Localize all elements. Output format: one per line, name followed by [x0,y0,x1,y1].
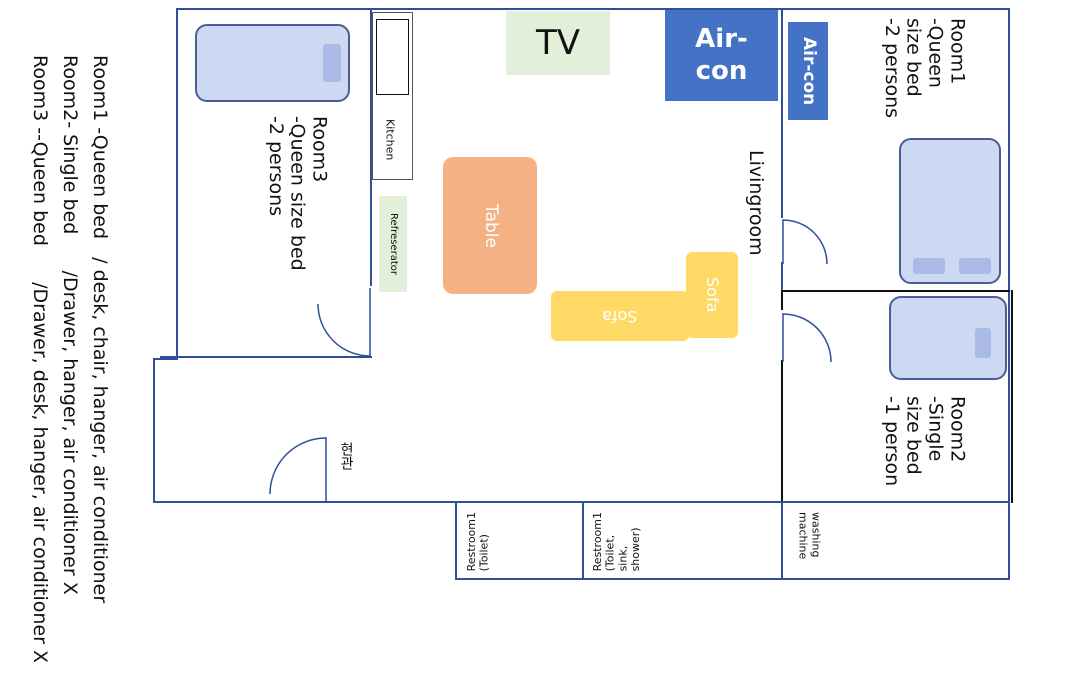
wall-left-upper [176,8,178,360]
wall-top [176,8,1010,10]
refrigerator: Refreserator [379,196,407,292]
door-entrance [269,437,327,502]
sofa-vertical: Sofa [686,252,738,338]
wall-bottom [153,501,1010,503]
room2-label: Room2 -Single size bed -1 person [880,396,969,487]
door-room3 [317,288,371,357]
tv: TV [506,11,610,75]
room1-queen-bed [899,138,1001,284]
wall-room2-right [1011,290,1013,503]
wall-room1-left-low [781,262,783,292]
wall-room3-bottom [160,356,372,358]
legend-line-1: Room1 -Queen bed / desk, chair, hanger, … [88,55,111,604]
room3-queen-bed [195,24,350,102]
wall-restroom-div2 [781,501,783,580]
room1-pillow-2 [959,258,991,274]
wall-room2-left [781,290,783,310]
wall-room1-bottom [781,290,1010,292]
wall-room3-left [160,8,162,358]
aircon-room1-label: Air-con [798,36,819,106]
room3-label: Room3 -Queen size bed -2 persons [264,116,331,271]
wall-room2-left-low [781,360,783,503]
wall-restroom-left [455,501,457,580]
room1-label: Room1 -Queen size bed -2 persons [880,18,969,119]
room2-pillow [975,328,991,358]
restroom-toilet-label: Restroom1 (Toilet) [465,512,491,572]
door-room1 [782,219,828,265]
room2-single-bed [889,296,1007,380]
washing-machine-label: washing machine [796,512,823,560]
tv-label: TV [535,23,581,63]
wall-left-lower [153,358,155,503]
legend-line-2: Room2- Single bed /Drawer, hanger, air c… [58,55,81,595]
wall-room1-left [781,8,783,218]
table-label: Table [480,203,501,248]
sofa-vertical-label: Sofa [703,277,723,313]
wall-restroom-bottom [455,578,1010,580]
wall-left-step [153,358,178,360]
restroom-shower-label: Restroom1 (Toilet, sink, shower) [591,512,642,572]
refrigerator-label: Refreserator [387,213,399,275]
room1-pillow-1 [913,258,945,274]
room3-pillow [323,44,341,82]
entrance-label: 현관 [338,442,355,470]
wall-restroom-div1 [582,501,584,580]
aircon-room1: Air-con [788,22,828,120]
sofa-horizontal: Sofa [551,291,689,341]
kitchen-counter: Kitchen [372,12,413,180]
wall-room3-right [370,8,372,286]
aircon-living-label: Air- con [695,24,748,86]
sofa-horizontal-label: Sofa [602,306,638,326]
door-room2 [782,313,832,363]
legend-line-3: Room3 --Queen bed /Drawer, desk, hanger,… [28,55,51,664]
kitchen-label: Kitchen [383,119,397,161]
table: Table [443,157,537,294]
livingroom-label: Livingroom [744,150,767,256]
aircon-living: Air- con [665,10,778,101]
kitchen-sink [376,19,409,95]
wall-right [1008,8,1010,580]
